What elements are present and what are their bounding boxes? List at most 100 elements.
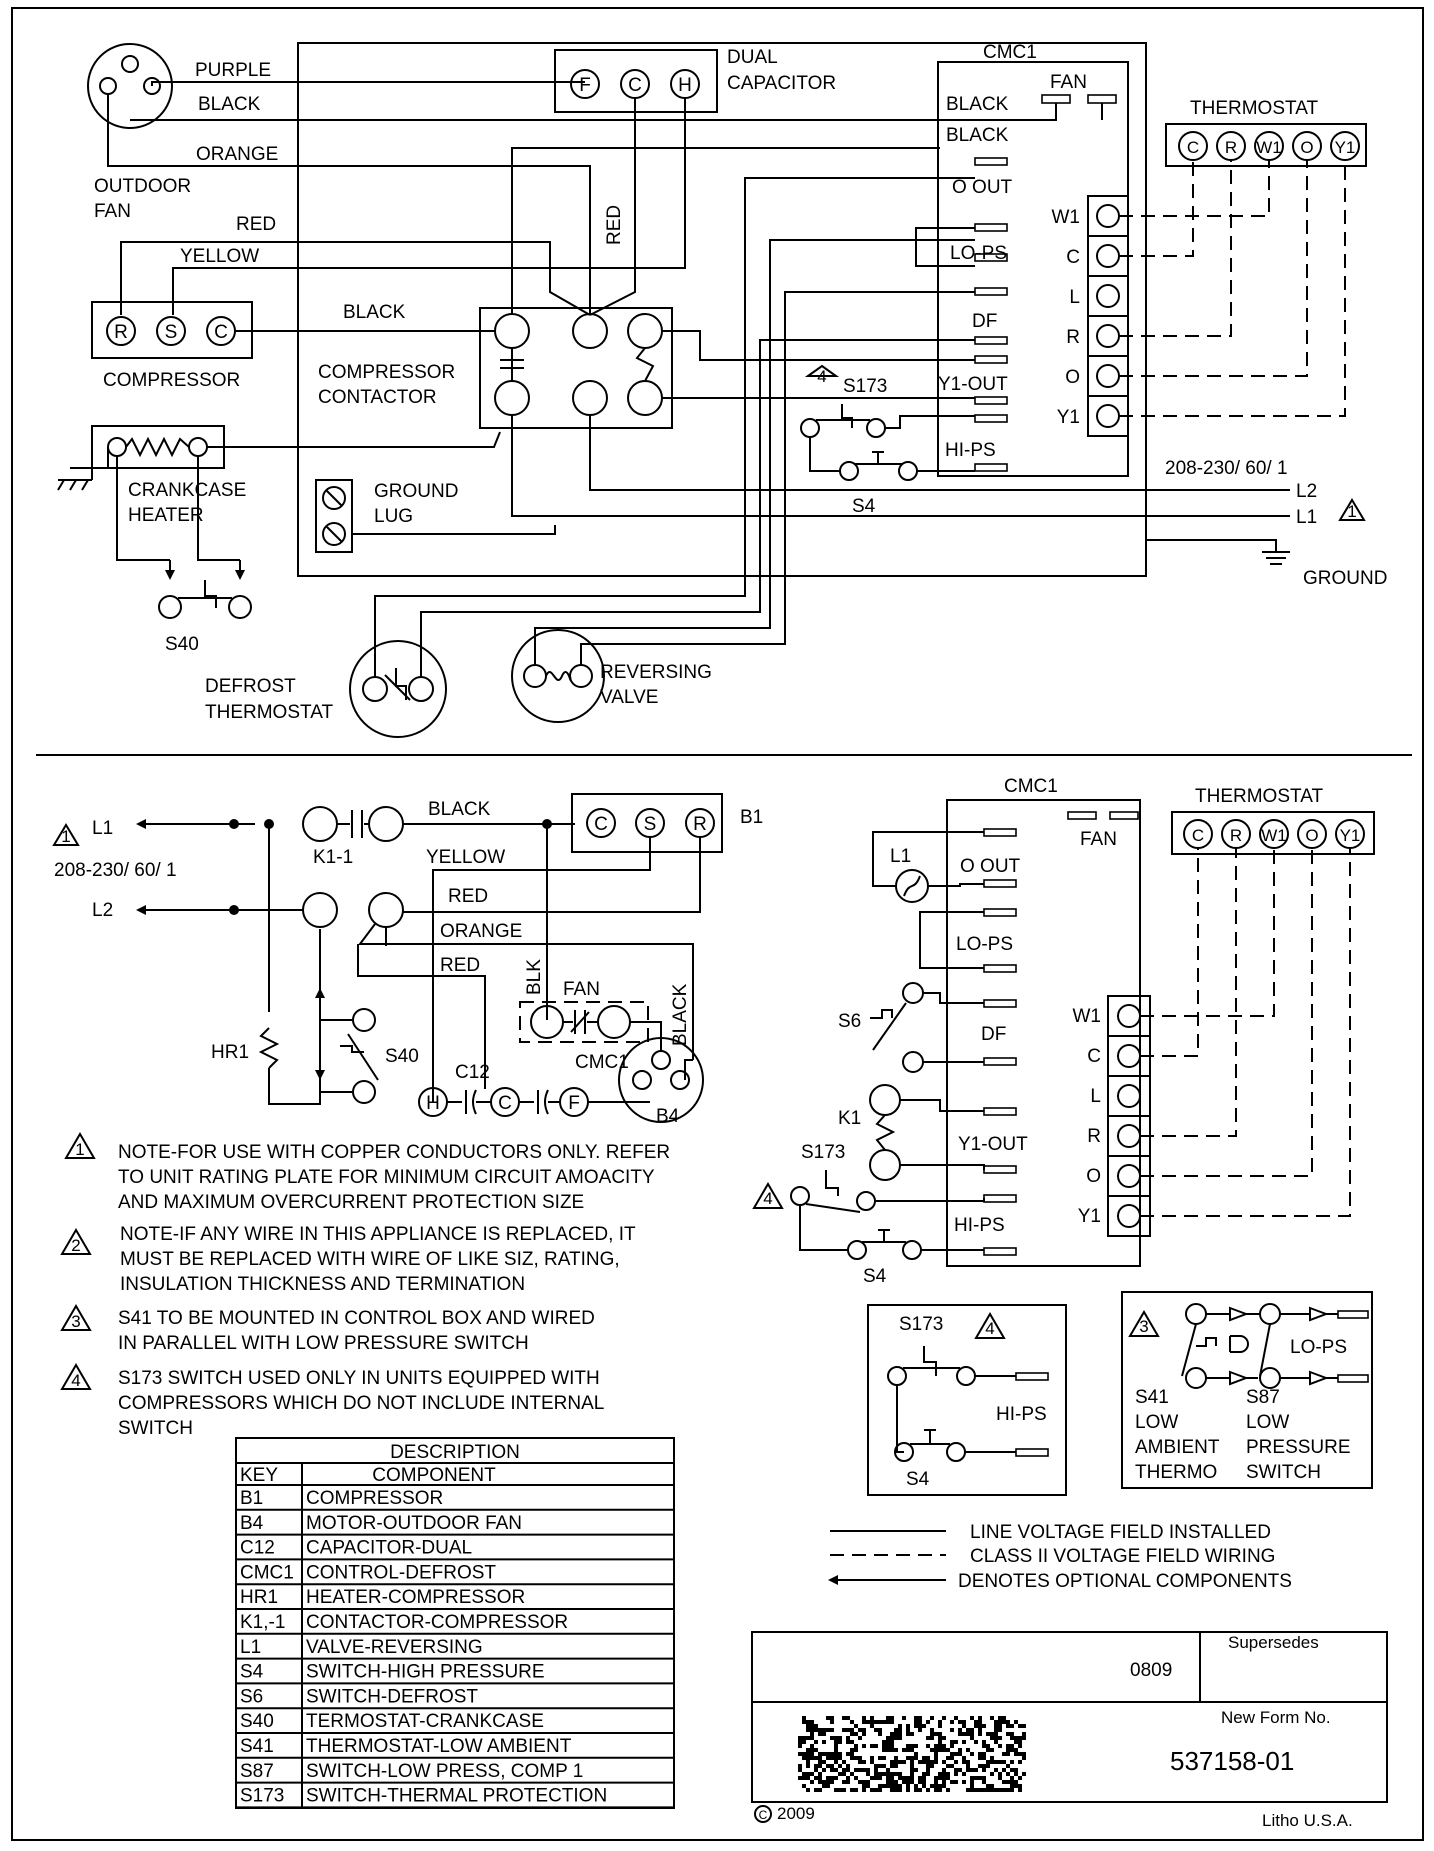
wire-label-red-vertical: RED (604, 205, 625, 245)
note1-line: NOTE-FOR USE WITH COPPER CONDUCTORS ONLY… (118, 1142, 670, 1163)
s40-label: S40 (165, 634, 199, 655)
bottom-left-schematic: 1 L1 208-230/ 60/ 1 L2 K1-1 BLACK C S R … (52, 793, 763, 1127)
chassis-ground-icon (57, 479, 92, 491)
black-vertical-label: BLACK (670, 983, 691, 1046)
s4-label: S4 (906, 1469, 930, 1490)
thermostat-terminal: O (1305, 826, 1318, 845)
terminal-y1: Y1 (1057, 407, 1080, 428)
new-form-label: New Form No. (1221, 1708, 1331, 1727)
wire-red (120, 241, 591, 316)
terminal-l: L (1090, 1086, 1101, 1107)
note2-line: INSULATION THICKNESS AND TERMINATION (120, 1274, 525, 1295)
compressor-contactor-box (479, 307, 673, 429)
compressor-terminal-r: R (114, 322, 128, 343)
note4-line: SWITCH (118, 1418, 193, 1439)
legend-line-voltage: LINE VOLTAGE FIELD INSTALLED (970, 1522, 1271, 1543)
table-cell-key: S40 (240, 1711, 274, 1732)
table-cell-component: SWITCH-DEFROST (306, 1686, 478, 1707)
crankcase-label: CRANKCASE (128, 480, 246, 501)
wire-label-red: RED (448, 886, 488, 907)
table-cell-key: S6 (240, 1686, 263, 1707)
table-cell-component: VALVE-REVERSING (306, 1637, 483, 1658)
wire-label-black: BLACK (198, 94, 261, 115)
note1-marker: 1 (1347, 502, 1356, 521)
table-cell-component: CONTACTOR-COMPRESSOR (306, 1612, 568, 1633)
top-schematic: OUTDOOR FAN PURPLE BLACK ORANGE F C H DU… (57, 42, 1387, 738)
thermostat-terminal: C (1192, 826, 1204, 845)
form-number: 537158-01 (1170, 1746, 1294, 1776)
blk-label: BLK (524, 959, 545, 995)
table-cell-key: K1,-1 (240, 1612, 285, 1633)
terminal-l: L (1069, 287, 1080, 308)
wire-label-yellow: YELLOW (180, 246, 259, 267)
ground-label: GROUND (1303, 568, 1387, 589)
l2-label: L2 (92, 900, 113, 921)
note2-line: MUST BE REPLACED WITH WIRE OF LIKE SIZ, … (120, 1249, 620, 1270)
thermostat-terminal: Y1 (1340, 826, 1361, 845)
terminal-r: R (1066, 327, 1080, 348)
c12-terminal-c: C (498, 1093, 512, 1114)
dual-capacitor-label: CAPACITOR (727, 73, 836, 94)
note3-line: S41 TO BE MOUNTED IN CONTROL BOX AND WIR… (118, 1308, 595, 1329)
wire-reversing-2 (580, 291, 975, 665)
barcode-icon (798, 1716, 1026, 1792)
l1-label: L1 (92, 818, 113, 839)
wire-defrost-1 (374, 177, 975, 677)
s87-label: LOW (1246, 1412, 1289, 1433)
table-cell-key: S41 (240, 1736, 274, 1757)
cmc1-board (946, 799, 1141, 1267)
table-cell-key: B1 (240, 1488, 263, 1509)
wire-contactor-top (511, 147, 940, 314)
s41-label: AMBIENT (1135, 1437, 1220, 1458)
terminal-w1: W1 (1052, 207, 1081, 228)
crankcase-heater-box (91, 425, 225, 469)
s4-label: S4 (863, 1266, 887, 1287)
ground-lug (315, 479, 353, 553)
notes: 1 NOTE-FOR USE WITH COPPER CONDUCTORS ON… (60, 1132, 670, 1439)
lo-ps-label: LO-PS (1290, 1337, 1347, 1358)
table-cell-key: S173 (240, 1786, 284, 1807)
copyright-symbol: C (759, 1808, 768, 1822)
cmc1-black1: BLACK (946, 94, 1009, 115)
wire-reversing-1 (534, 239, 975, 665)
thermostat-terminal: O (1300, 138, 1313, 157)
thermostat-terminal: Y1 (1335, 138, 1356, 157)
table-cell-key: S4 (240, 1662, 264, 1683)
note4-line: COMPRESSORS WHICH DO NOT INCLUDE INTERNA… (118, 1393, 604, 1414)
table-cell-component: SWITCH-HIGH PRESSURE (306, 1662, 545, 1683)
cmc1-o-out: O OUT (960, 856, 1021, 877)
cmc1-fan-label: FAN (1050, 72, 1087, 93)
terminal-w1: W1 (1073, 1006, 1102, 1027)
b1-terminal: S (644, 814, 657, 835)
table-cell-component: MOTOR-OUTDOOR FAN (306, 1513, 522, 1534)
cmc1-y1-out: Y1-OUT (958, 1134, 1028, 1155)
terminal-c: C (1087, 1046, 1101, 1067)
cmc1-label: CMC1 (983, 42, 1037, 63)
supply-label: 208-230/ 60/ 1 (1165, 458, 1288, 479)
thermostat-box (1165, 123, 1367, 167)
table-cell-key: B4 (240, 1513, 264, 1534)
outdoor-fan-motor (87, 43, 173, 129)
s87-label: S87 (1246, 1387, 1280, 1408)
ground-symbol-icon (1146, 539, 1290, 565)
hr1-label: HR1 (211, 1042, 249, 1063)
terminal-c: C (1066, 247, 1080, 268)
compressor-terminal-c: C (214, 322, 228, 343)
s173-label: S173 (843, 376, 887, 397)
reversing-valve (511, 629, 605, 723)
wire-label-red: RED (236, 214, 276, 235)
legend: LINE VOLTAGE FIELD INSTALLED CLASS II VO… (828, 1522, 1292, 1592)
inset-s173-s4: S173 4 HI-PS S4 (867, 1304, 1067, 1496)
wire-label-purple: PURPLE (195, 60, 271, 81)
s41-label: THERMO (1135, 1462, 1217, 1483)
cmc1-label: CMC1 (575, 1052, 629, 1073)
s87-label: SWITCH (1246, 1462, 1321, 1483)
copyright-year: 2009 (777, 1804, 815, 1823)
wire-l2 (589, 415, 1290, 491)
s173-label: S173 (801, 1142, 845, 1163)
cmc1-fan-label: FAN (1080, 829, 1117, 850)
unit-enclosure (297, 42, 1147, 577)
defrost-thermostat-label: DEFROST (205, 676, 296, 697)
table-cell-component: CAPACITOR-DUAL (306, 1538, 472, 1559)
